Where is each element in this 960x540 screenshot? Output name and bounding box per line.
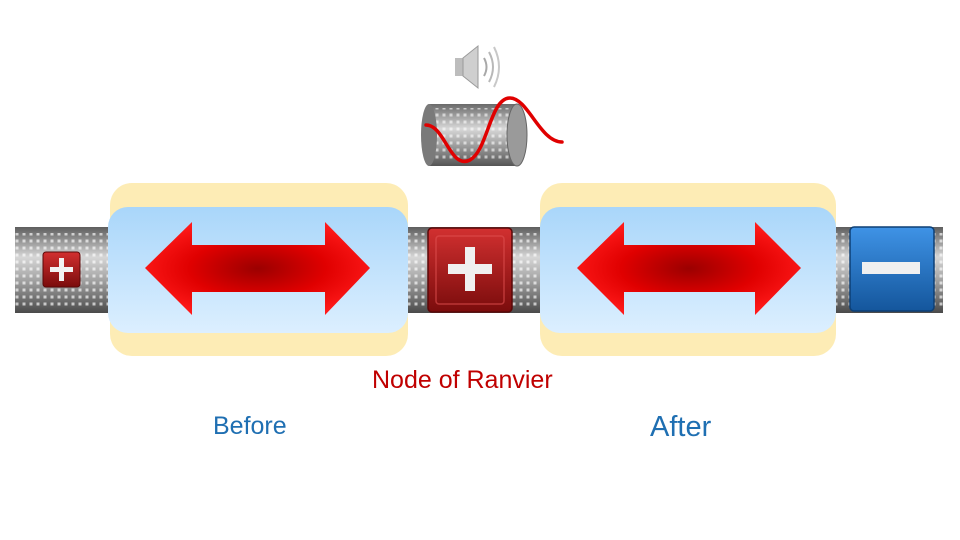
plus-sign-node-icon: [427, 227, 513, 313]
minus-sign-icon: [849, 226, 935, 312]
after-label: After: [650, 411, 712, 443]
axon-wave-icon: [421, 96, 564, 167]
double-arrow-after-icon: [577, 222, 801, 315]
plus-sign-small-icon: [42, 251, 81, 288]
speaker-icon[interactable]: [455, 44, 500, 90]
node-of-ranvier-label: Node of Ranvier: [372, 366, 553, 394]
double-arrow-before-icon: [145, 222, 370, 315]
before-label: Before: [213, 412, 287, 440]
